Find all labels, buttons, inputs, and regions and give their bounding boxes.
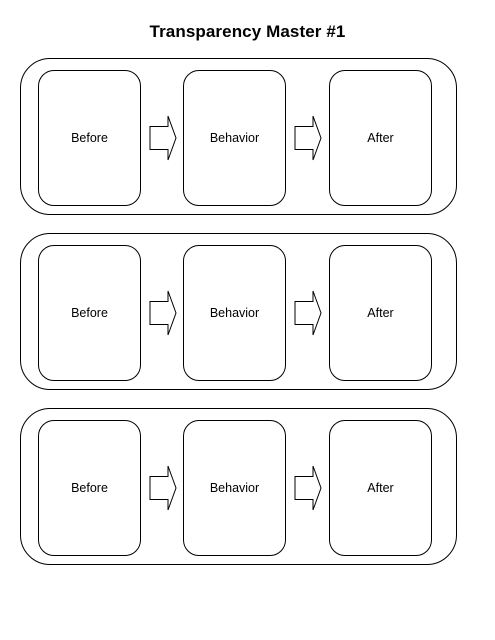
behavior-label: Behavior: [209, 306, 260, 320]
before-box: Before: [38, 70, 141, 206]
behavior-label: Behavior: [209, 131, 260, 145]
after-label: After: [367, 481, 394, 495]
behavior-box: Behavior: [183, 420, 286, 556]
right-arrow-icon: [149, 115, 177, 161]
right-arrow-icon: [149, 465, 177, 511]
right-arrow-icon: [149, 290, 177, 336]
sequence-row-2: Before Behavior After: [20, 233, 457, 390]
after-label: After: [367, 131, 394, 145]
right-arrow-icon: [294, 465, 322, 511]
right-arrow-icon: [294, 115, 322, 161]
before-label: Before: [71, 131, 108, 145]
after-label: After: [367, 306, 394, 320]
sequence-row-3: Before Behavior After: [20, 408, 457, 565]
behavior-box: Behavior: [183, 245, 286, 381]
after-box: After: [329, 245, 432, 381]
right-arrow-icon: [294, 290, 322, 336]
before-box: Before: [38, 245, 141, 381]
page-title: Transparency Master #1: [149, 22, 346, 41]
behavior-box: Behavior: [183, 70, 286, 206]
before-label: Before: [71, 306, 108, 320]
before-label: Before: [71, 481, 108, 495]
after-box: After: [329, 420, 432, 556]
after-box: After: [329, 70, 432, 206]
before-box: Before: [38, 420, 141, 556]
sequence-row-1: Before Behavior After: [20, 58, 457, 215]
behavior-label: Behavior: [209, 481, 260, 495]
